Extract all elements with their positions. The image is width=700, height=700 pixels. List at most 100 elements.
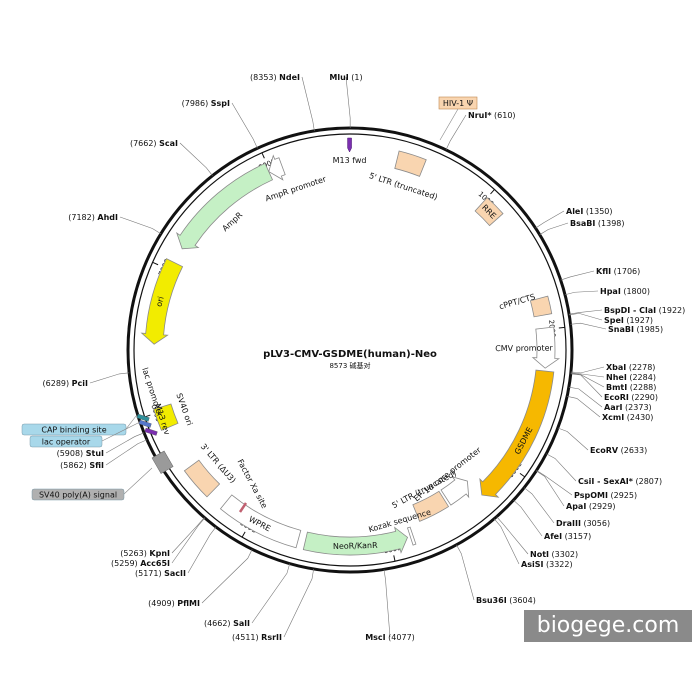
feature-m13fwd	[347, 137, 352, 153]
site-leader-sfii	[105, 439, 148, 466]
feature-label-ampr_prom: AmpR promoter	[264, 174, 328, 203]
site-pos: (1706)	[611, 267, 640, 276]
site-xcmi: XcmI (2430)	[602, 413, 653, 422]
site-leader-ecorv	[557, 427, 589, 451]
site-asisi: AsiSI (3322)	[521, 560, 573, 569]
site-scai: (7662) ScaI	[130, 139, 178, 148]
feature-neokan	[302, 526, 409, 556]
site-leader-kpni	[171, 517, 205, 554]
site-sfii: (5862) SfiI	[60, 461, 104, 470]
feature-ampr_prom	[268, 154, 286, 181]
site-name: NheI	[606, 373, 627, 382]
site-leader-aari	[568, 386, 603, 408]
site-name: KflI	[596, 267, 611, 276]
feature-ltr3	[183, 459, 221, 498]
tick-8000	[261, 152, 265, 159]
site-leader-ecori	[570, 373, 603, 398]
box-cap	[21, 423, 127, 436]
tick-4000	[393, 555, 396, 562]
site-leader-hpai	[564, 290, 599, 296]
tick-2000	[558, 326, 565, 329]
site-name: SacII	[164, 569, 186, 578]
site-sali: (4662) SalI	[204, 619, 250, 628]
backbone-outer	[126, 126, 574, 574]
site-name: NotI	[530, 550, 549, 559]
site-name: AsiSI	[521, 560, 543, 569]
site-sspi: (7986) SspI	[182, 99, 230, 108]
site-name: EcoRI	[604, 393, 629, 402]
feature-sv40pa-block	[151, 450, 174, 474]
site-name: CsiI - SexAI*	[578, 477, 634, 486]
box-sv40pa	[31, 488, 125, 501]
tick-7000	[152, 261, 159, 266]
site-pos: (4662)	[204, 619, 233, 628]
feature-ltr5	[394, 150, 427, 177]
site-draiii: DraIII (3056)	[556, 519, 610, 528]
site-leader-csii-sexai	[546, 453, 577, 482]
site-pos: (5259)	[111, 559, 140, 568]
site-pos: (2633)	[618, 446, 647, 455]
site-name: NdeI	[279, 73, 300, 82]
site-pos: (3056)	[581, 519, 610, 528]
box-label-cap: CAP binding site	[41, 426, 106, 435]
site-name: NruI*	[468, 111, 492, 120]
site-pos: (1800)	[621, 287, 650, 296]
feature-ef1a	[440, 476, 470, 506]
site-leader-spei	[569, 313, 603, 321]
site-name: SspI	[211, 99, 230, 108]
site-msci: MscI (4077)	[365, 633, 415, 642]
feature-label-kozak: Kozak sequence	[367, 508, 432, 535]
site-pos: (2278)	[626, 363, 655, 372]
site-pos: (5171)	[135, 569, 164, 578]
site-sacii: (5171) SacII	[135, 569, 186, 578]
site-name: DraIII	[556, 519, 581, 528]
site-pos: (2807)	[633, 477, 662, 486]
site-acc65i: (5259) Acc65I	[111, 559, 170, 568]
site-alei: AleI (1350)	[566, 207, 613, 216]
site-nrui: NruI* (610)	[468, 111, 516, 120]
site-pos: (8353)	[250, 73, 279, 82]
hiv-psi-leader	[439, 108, 459, 141]
site-leader-bspdi-clai	[569, 309, 603, 315]
site-leader-scai	[179, 142, 213, 176]
feature-ltr5b	[412, 490, 450, 522]
site-name: EcoRV	[590, 446, 619, 455]
site-name: HpaI	[600, 287, 621, 296]
site-snabi: SnaBI (1985)	[608, 325, 663, 334]
feature-label-cmv: CMV promoter	[495, 344, 553, 354]
backbone-inner	[133, 133, 567, 567]
site-ecori: EcoRI (2290)	[604, 393, 658, 402]
small-marker-0	[136, 413, 150, 422]
site-pos: (1927)	[624, 316, 653, 325]
site-pos: (6289)	[43, 379, 72, 388]
site-ecorv: EcoRV (2633)	[590, 446, 647, 455]
box-label-lacop: lac operator	[42, 438, 91, 447]
site-leader-ndei	[301, 76, 315, 131]
site-name: PciI	[72, 379, 88, 388]
site-leader-sali	[251, 563, 290, 624]
site-pos: (3157)	[562, 532, 591, 541]
site-leader-pspomi	[536, 470, 573, 496]
site-pos: (4511)	[232, 633, 261, 642]
site-leader-sspi	[231, 102, 258, 149]
site-pos: (5862)	[60, 461, 89, 470]
site-leader-nhei	[570, 372, 605, 378]
feature-cmv	[531, 326, 561, 369]
site-pos: (7662)	[130, 139, 159, 148]
box-leader-cap	[125, 415, 137, 430]
site-kpni: (5263) KpnI	[120, 549, 170, 558]
site-pos: (3322)	[543, 560, 572, 569]
feature-label-m13fwd: M13 fwd	[333, 156, 367, 165]
site-pos: (610)	[492, 111, 516, 120]
site-pos: (2430)	[624, 413, 653, 422]
site-mlui: MluI (1)	[329, 73, 362, 82]
site-pos: (2284)	[627, 373, 656, 382]
site-name: SpeI	[604, 316, 624, 325]
site-bspdi-clai: BspDI - ClaI (1922)	[604, 306, 685, 315]
site-leader-nrui	[445, 114, 467, 150]
site-pos: (2290)	[629, 393, 658, 402]
site-leader-bsu36i	[456, 544, 475, 601]
feature-label-hiv-psi: HIV-1 Ψ	[443, 99, 473, 108]
site-xbai: XbaI (2278)	[606, 363, 655, 372]
